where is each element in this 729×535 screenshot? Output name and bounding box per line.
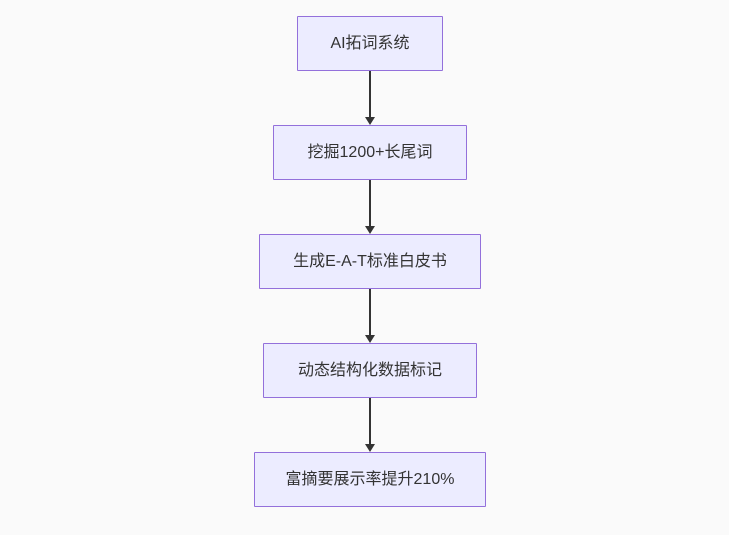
flowchart: AI拓词系统 挖掘1200+长尾词 生成E-A-T标准白皮书 动态结构化数据标记 [250, 16, 490, 507]
arrow-shaft [369, 71, 371, 117]
flow-arrow-1-2 [365, 71, 375, 125]
arrowhead-down-icon [365, 444, 375, 452]
arrowhead-down-icon [365, 117, 375, 125]
flow-node-label: 富摘要展示率提升210% [285, 470, 455, 488]
flow-node-step-5: 富摘要展示率提升210% [254, 452, 486, 507]
arrowhead-down-icon [365, 226, 375, 234]
flow-arrow-2-3 [365, 180, 375, 234]
arrow-shaft [369, 180, 371, 226]
flow-node-step-4: 动态结构化数据标记 [263, 343, 477, 398]
flow-node-step-3: 生成E-A-T标准白皮书 [259, 234, 481, 289]
flow-node-label: 动态结构化数据标记 [297, 361, 442, 379]
arrow-shaft [369, 398, 371, 444]
arrowhead-down-icon [365, 335, 375, 343]
arrow-shaft [369, 289, 371, 335]
flow-node-step-1: AI拓词系统 [297, 16, 443, 71]
flow-node-label: 挖掘1200+长尾词 [307, 143, 433, 161]
flow-node-label: 生成E-A-T标准白皮书 [293, 252, 447, 270]
flow-node-step-2: 挖掘1200+长尾词 [273, 125, 467, 180]
flow-arrow-3-4 [365, 289, 375, 343]
flow-arrow-4-5 [365, 398, 375, 452]
flow-node-label: AI拓词系统 [330, 34, 410, 52]
